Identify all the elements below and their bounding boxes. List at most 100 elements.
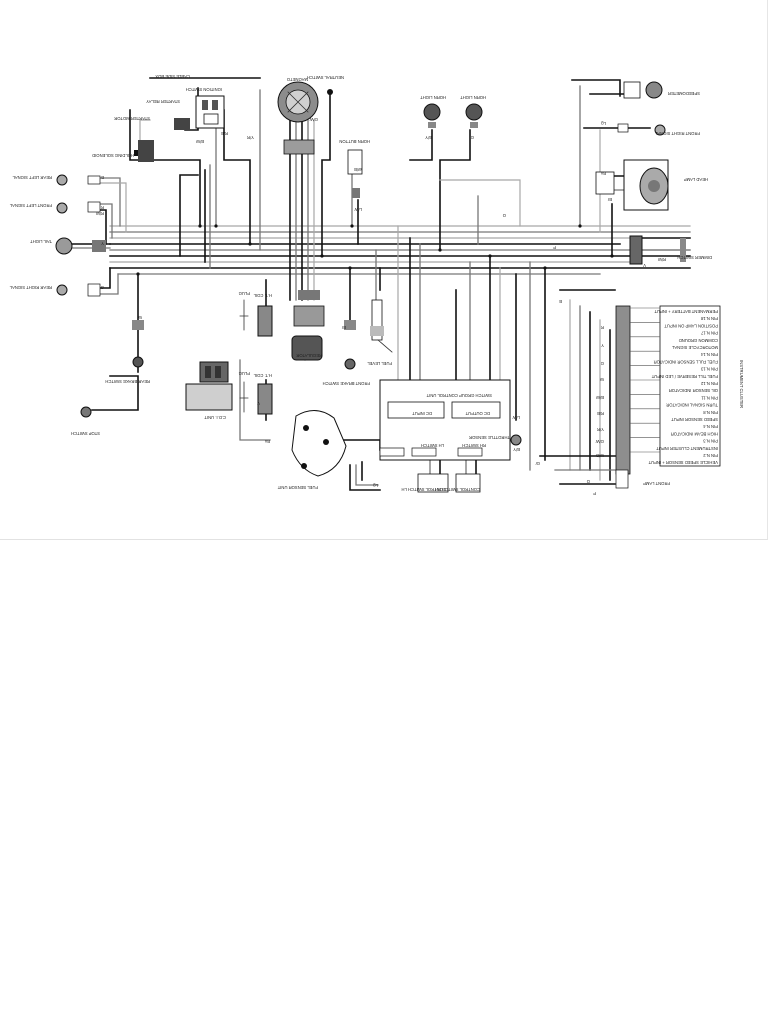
wire-code-tag: Bu xyxy=(600,171,606,176)
battery xyxy=(174,118,190,130)
wire-code-tag: G/W xyxy=(310,117,318,122)
cluster-pin-label: MOTORCYCLE SIGNAL xyxy=(671,345,718,350)
wire-code-tag: Gr xyxy=(469,135,474,140)
wire-code-tag: Lg xyxy=(601,121,606,126)
cluster-pin-labels: PERMANENT BATTERY + INPUT PIN N.18POSITIO… xyxy=(630,307,718,465)
switch-control-unit xyxy=(379,379,511,461)
wire-code-tag: P xyxy=(593,491,596,496)
wire-code-tag: W xyxy=(600,377,604,382)
wire-code-tag: Br xyxy=(607,197,612,202)
wire-code-tag: P xyxy=(553,245,556,250)
wire-code-tag: B xyxy=(559,299,562,304)
cluster-pin-label: PIN N.8 xyxy=(703,410,718,415)
holding-solenoid xyxy=(134,140,154,162)
cluster-pin-label: POSITION LAMP ON INPUT xyxy=(664,323,718,328)
wire-code-tag: B/Y xyxy=(425,135,432,140)
rh-switch-block xyxy=(455,473,481,493)
stop-switch xyxy=(80,406,92,418)
label-fuel-sensor: FUEL SENSOR UNIT xyxy=(277,485,318,490)
cluster-pin-label: PIN N.4 xyxy=(703,424,718,429)
wire-code-tag: W/B xyxy=(596,453,604,458)
wire-code-tag: B/W xyxy=(596,395,604,400)
label-horn-left: HORN LIGHT xyxy=(420,95,446,100)
cluster-pin-label: OIL SENSOR INDICATOR xyxy=(669,388,718,393)
front-right-signal xyxy=(617,123,666,136)
wire-harness-trunk xyxy=(109,225,691,275)
wire-code-tag: L/W xyxy=(355,207,362,212)
label-horn-right: HORN LIGHT xyxy=(460,95,486,100)
wire-code-tag: Br xyxy=(341,325,346,330)
label-headlamp: HEAD LAMP xyxy=(684,177,708,182)
wire-code-tag: R/B xyxy=(597,411,604,416)
magneto xyxy=(277,81,319,155)
cluster-pin-label: PIN N.17 xyxy=(700,331,718,336)
cluster-pin-label: COMMON GROUND xyxy=(679,338,718,343)
wire-code-tag: W xyxy=(138,315,142,320)
label-control-rh: CONTROL SWITCH RH xyxy=(435,487,480,492)
cluster-pin-label: PIN N.14 xyxy=(700,352,718,357)
wire-code-tag: O xyxy=(586,479,590,484)
rear-brake-switch xyxy=(132,320,144,368)
front-lamp-connector xyxy=(615,469,629,489)
rear-left-signal xyxy=(56,174,101,186)
wire-code-tag: W/B xyxy=(354,167,362,172)
headlamp xyxy=(595,159,669,211)
tail-light xyxy=(55,237,106,255)
cluster-pin-label: PERMANENT BATTERY + INPUT xyxy=(654,309,718,314)
label-dc-output: DC OUTPUT xyxy=(465,411,490,416)
label-stop-switch: STOP SWITCH xyxy=(71,431,100,436)
wire-code-tag: B/W xyxy=(196,139,204,144)
label-switch-control-unit: SWITCH GROUP CONTROL UNIT xyxy=(426,393,492,398)
wire-code-tag: Bu xyxy=(264,439,270,444)
lh-switch-block xyxy=(417,473,449,493)
label-front-lamp: FRONT LAMP xyxy=(643,481,670,486)
cluster-pin-label: PIN N.11 xyxy=(701,395,718,400)
label-horn-button: HORN BUTTON xyxy=(339,139,370,144)
front-left-signal xyxy=(56,201,101,214)
label-dimmer: DIMMER SWITCH xyxy=(677,255,712,260)
cluster-pin-label: SPEED SENSOR INPUT xyxy=(671,417,718,422)
label-rear-left-signal: REAR LEFT SIGNAL xyxy=(12,175,52,180)
label-regulator: REGULATOR xyxy=(296,353,322,358)
instrument-cluster xyxy=(615,305,721,475)
cluster-pin-label: FUEL TILL RESERVE / LED INPUT xyxy=(651,374,718,379)
label-front-right-signal: FRONT RIGHT SIGNAL xyxy=(654,131,700,136)
label-plug-2: PLUG xyxy=(239,371,250,376)
rear-right-signal xyxy=(56,283,101,297)
regulator xyxy=(291,290,325,361)
wire-code-tag: R xyxy=(601,325,604,330)
label-front-left-signal: FRONT LEFT SIGNAL xyxy=(9,203,52,208)
wire-code-tag: R/W xyxy=(658,257,666,262)
ht-coil-1 xyxy=(239,299,273,337)
wire-code-tag: B/Y xyxy=(513,447,520,452)
top-right-component xyxy=(623,81,663,99)
label-front-brake: FRONT BRAKE SWITCH xyxy=(323,381,370,386)
label-starter-relay: STARTER RELAY xyxy=(146,99,180,104)
wire-code-tag: V xyxy=(643,263,646,268)
cluster-pin-label: PIN N.18 xyxy=(700,316,718,321)
fuel-level-sender xyxy=(370,299,393,353)
cluster-pin-label: PIN N.3 xyxy=(703,439,718,444)
wire-code-tag: R/B xyxy=(221,131,228,136)
cluster-pin-label: TURN SIGNAL INDICATOR xyxy=(666,403,718,408)
cluster-pin-label: HIGH BEAM INDICATOR xyxy=(671,431,718,436)
wire-code-tag: R/W xyxy=(96,211,104,216)
horn-button xyxy=(347,149,363,198)
label-instrument-cluster: INSTRUMENT CLUSTER xyxy=(739,360,744,408)
label-ht-coil-1: H.T. COIL xyxy=(253,293,272,298)
horn-left xyxy=(423,103,441,128)
cluster-pin-label: PIN N.13 xyxy=(700,367,718,372)
wire-code-tag: L/W xyxy=(513,415,520,420)
starter-battery-wiring xyxy=(129,77,261,269)
cluster-pin-label: FUEL FULL SENSOR INDICATOR xyxy=(654,359,718,364)
wire-code-tag: Y xyxy=(101,241,104,246)
label-tail-light: TAIL LIGHT xyxy=(30,239,52,244)
wire-code-tag: Gr xyxy=(535,461,540,466)
wire-code-tag: Y xyxy=(601,343,604,348)
label-rear-right-signal: REAR RIGHT SIGNAL xyxy=(9,285,52,290)
label-fuel-level: FUEL LEVEL xyxy=(367,361,392,366)
label-cable-side-box: CABLE SIDE BOX xyxy=(155,74,190,79)
label-holding-solenoid: HOLDING SOLENOID xyxy=(92,153,134,158)
